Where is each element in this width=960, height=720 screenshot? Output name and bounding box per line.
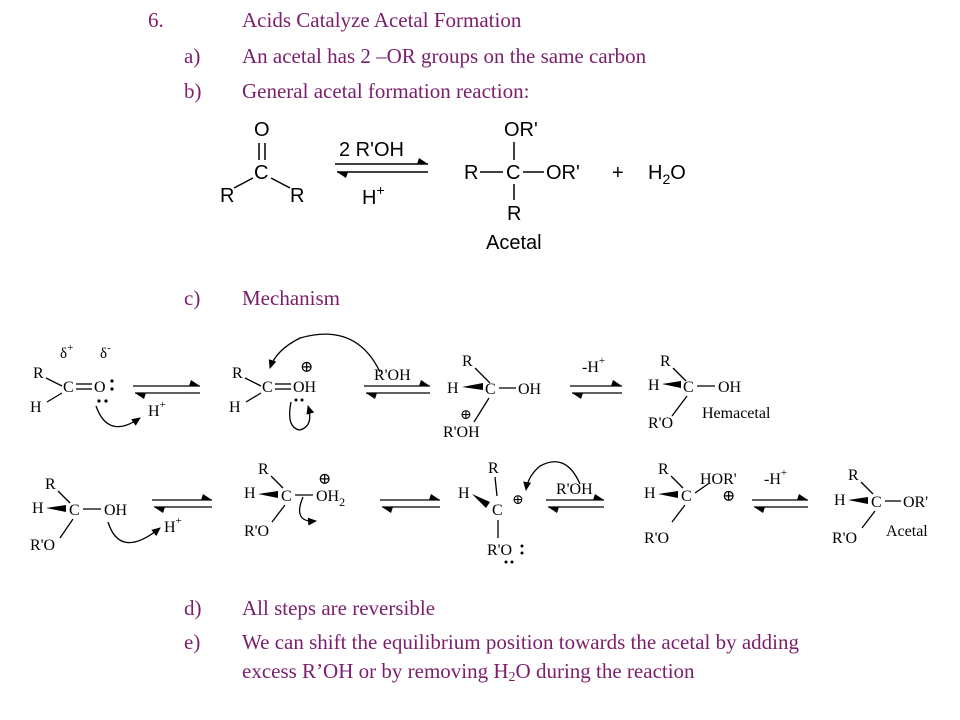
m8-circled-plus: ⊕: [722, 488, 735, 505]
m6-circled-plus: ⊕: [318, 471, 331, 488]
m4-h: H: [648, 377, 660, 394]
m4-carbon: C: [683, 379, 694, 396]
m4-oh: OH: [718, 379, 742, 396]
m1-delta-minus: δ-: [100, 342, 111, 362]
m1-r: R: [33, 365, 44, 382]
point-a-number: a): [184, 44, 201, 68]
acetal-product-label: Acetal: [486, 232, 542, 254]
m8-carbon: C: [681, 488, 692, 505]
m9-or: OR': [903, 494, 928, 511]
m1-delta-plus: δ+: [60, 342, 73, 362]
m5-ro: R'O: [30, 537, 55, 554]
reagent-2roh: 2 R'OH: [339, 139, 404, 161]
m3-oh: OH: [518, 381, 542, 398]
point-c-text: Mechanism: [242, 286, 340, 310]
m5-hplus: H+: [164, 515, 182, 536]
m8-r: R: [658, 461, 669, 478]
m9-acetal-label: Acetal: [886, 523, 928, 540]
acetal-r-bottom: R: [507, 203, 521, 225]
m3-carbon: C: [485, 381, 496, 398]
m1-oxygen: O: [94, 379, 106, 396]
reagent-h: H+: [362, 182, 385, 209]
mechanism-row-1: R δ+ C H O δ- H+ R C H OH ⊕ R'OH R: [30, 333, 771, 441]
mechanism-row-2: R H C OH R'O H+ R H C OH2 ⊕ R'O R H C ⊕: [30, 460, 928, 564]
m2-roh-reagent: R'OH: [374, 367, 411, 384]
general-reaction: O C R R 2 R'OH H+ OR' R C OR' R Acetal +…: [220, 119, 686, 254]
m1-h: H: [30, 399, 42, 416]
m5-r: R: [45, 476, 56, 493]
m5-h: H: [32, 500, 44, 517]
m8-minus-h: -H+: [764, 467, 787, 488]
ketone-r-right: R: [290, 185, 304, 207]
m3-circled-plus: ⊕: [460, 408, 472, 423]
m5-carbon: C: [69, 502, 80, 519]
acetal-r-left: R: [464, 162, 478, 184]
m6-oh2: OH2: [316, 488, 345, 509]
ketone-r-left: R: [220, 185, 234, 207]
ketone-oxygen: O: [254, 119, 270, 141]
point-b-number: b): [184, 79, 202, 103]
m6-h: H: [244, 485, 256, 502]
m9-carbon: C: [871, 494, 882, 511]
m3-r: R: [462, 353, 473, 370]
m4-hemiacetal-label: Hemacetal: [702, 405, 771, 422]
m8-ro: R'O: [644, 530, 669, 547]
point-c-number: c): [184, 286, 201, 310]
m3-minus-h: -H+: [582, 355, 605, 376]
m7-h: H: [458, 485, 470, 502]
m1-hplus: H+: [148, 399, 166, 420]
acetal-carbon: C: [506, 162, 520, 184]
point-e-line2-post: O during the reaction: [515, 659, 695, 683]
m8-h: H: [644, 485, 656, 502]
point-a-text: An acetal has 2 –OR groups on the same c…: [242, 44, 647, 68]
m2-carbon: C: [262, 379, 273, 396]
m9-ro: R'O: [832, 530, 857, 547]
point-b-text: General acetal formation reaction:: [242, 79, 530, 103]
point-e-line2-sub: 2: [508, 670, 516, 685]
m8-hor: HOR': [700, 471, 737, 488]
point-d-text: All steps are reversible: [242, 596, 436, 620]
plus-sign: +: [612, 162, 624, 184]
m6-carbon: C: [281, 488, 292, 505]
m9-h: H: [834, 492, 846, 509]
ketone-carbon: C: [254, 162, 268, 184]
m6-ro: R'O: [244, 523, 269, 540]
m5-oh: OH: [104, 502, 128, 519]
m2-circled-plus: ⊕: [300, 359, 313, 376]
acetal-or-top: OR': [504, 119, 538, 141]
point-e-line1: We can shift the equilibrium position to…: [242, 630, 800, 654]
m4-ro: R'O: [648, 415, 673, 432]
m1-carbon: C: [63, 379, 74, 396]
heading-text: Acids Catalyze Acetal Formation: [242, 8, 522, 32]
m3-roh: R'OH: [443, 424, 480, 441]
m3-h: H: [447, 380, 459, 397]
acetal-or-right: OR': [546, 162, 580, 184]
m4-r: R: [660, 353, 671, 370]
point-e-line2-pre: excess R’OH or by removing H: [242, 659, 509, 683]
m7-roh-reagent: R'OH: [556, 481, 593, 498]
m6-r: R: [258, 461, 269, 478]
point-d-number: d): [184, 596, 202, 620]
m7-ro: R'O: [487, 542, 512, 559]
m7-r: R: [488, 460, 499, 477]
m9-r: R: [848, 467, 859, 484]
m2-r: R: [232, 365, 243, 382]
point-e-line2: excess R’OH or by removing H2O during th…: [242, 659, 695, 685]
point-e-number: e): [184, 630, 201, 654]
water: H2O: [648, 162, 686, 187]
heading-number: 6.: [148, 8, 164, 32]
m2-oh: OH: [293, 379, 317, 396]
m7-carbon: C: [492, 502, 503, 519]
m2-h: H: [229, 399, 241, 416]
m7-circled-plus: ⊕: [512, 493, 524, 508]
